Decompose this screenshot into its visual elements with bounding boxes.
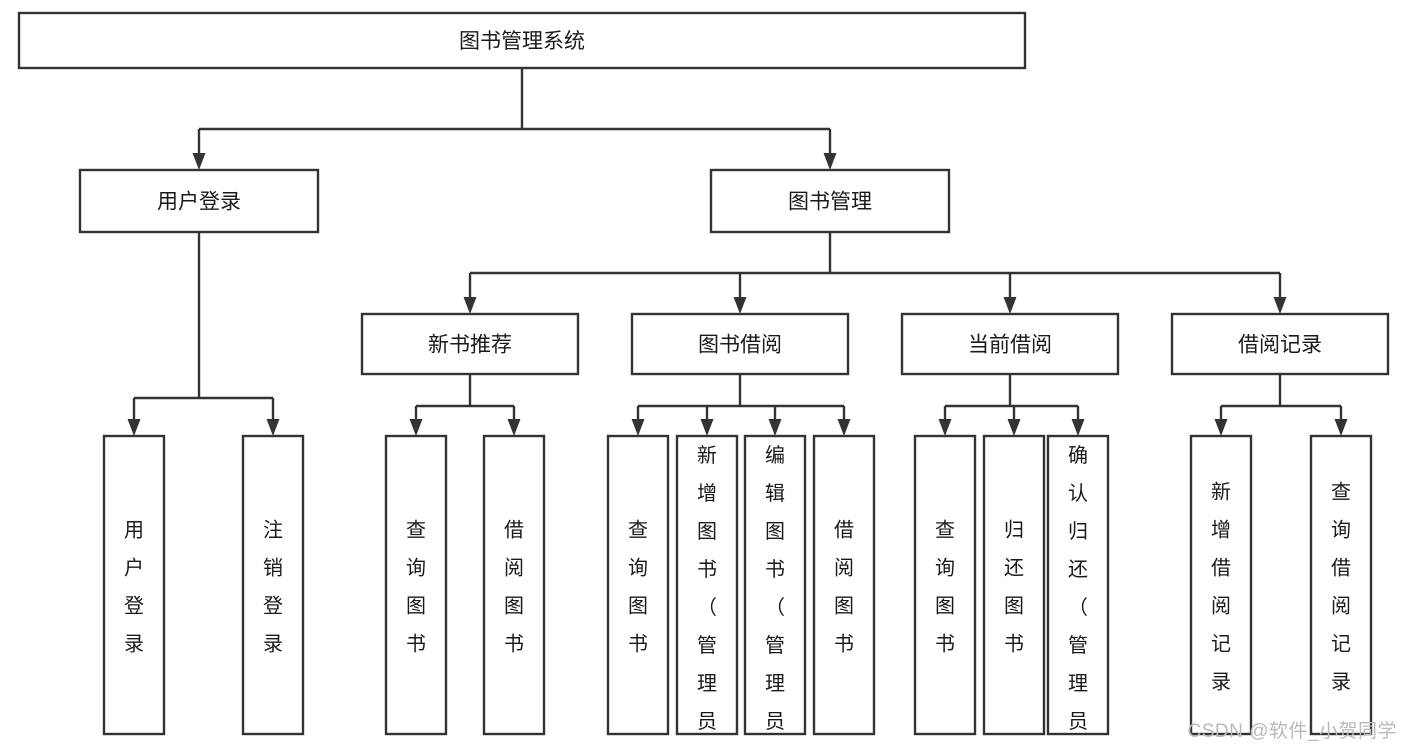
arrow-head-icon [409,419,423,436]
node-leaf-return-book[interactable]: 归还图书 [982,434,1046,736]
node-label: 查询图书 [406,518,426,655]
connector-group-borrow-record [1214,374,1348,436]
node-leaf-query-book-recommend[interactable]: 查询图书 [384,434,448,736]
node-leaf-add-borrow-record[interactable]: 新增借阅记录 [1189,434,1253,736]
node-box [982,434,1046,736]
node-box [812,434,876,736]
node-user-login[interactable]: 用户登录 [78,168,320,234]
arrow-head-icon [733,297,747,314]
node-leaf-query-borrow-record[interactable]: 查询借阅记录 [1309,434,1373,736]
connector-group-user-login [127,232,280,436]
node-leaf-query-book-current[interactable]: 查询图书 [913,434,977,736]
node-label: 新书推荐 [428,334,512,357]
node-label: 当前借阅 [968,334,1052,357]
arrow-head-icon [1071,419,1085,436]
node-box [1046,434,1110,736]
arrow-head-icon [1003,297,1017,314]
node-leaf-confirm-return[interactable]: 确认归还（管理员） [1046,434,1110,747]
arrow-head-icon [1273,297,1287,314]
node-box [17,11,1027,70]
arrow-head-icon [192,153,206,170]
arrow-head-icon [768,419,782,436]
node-box [709,168,951,234]
arrow-head-icon [823,153,837,170]
node-box [913,434,977,736]
node-leaf-add-book[interactable]: 新增图书（管理员） [675,434,739,747]
connector-layer [127,68,1348,436]
node-book-borrow[interactable]: 图书借阅 [630,312,850,376]
node-label: 查询借阅记录 [1331,480,1351,693]
node-label: 借阅图书 [834,518,854,655]
arrow-head-icon [507,419,521,436]
arrow-head-icon [1334,419,1348,436]
connector-group-book-manage [463,232,1287,314]
connector-group-current-borrow [938,374,1085,436]
node-box [743,434,807,736]
arrow-head-icon [127,419,141,436]
arrow-head-icon [938,419,952,436]
node-label: 新增图书（管理员） [697,444,717,747]
node-label: 图书借阅 [698,334,782,357]
connector-group-new-book-recommend [409,374,521,436]
arrow-head-icon [1007,419,1021,436]
node-label: 编辑图书（管理员） [765,444,785,747]
csdn-watermark: CSDN @软件_小贺同学 [1187,721,1397,742]
arrow-head-icon [1214,419,1228,436]
arrow-head-icon [463,297,477,314]
node-label: 归还图书 [1004,518,1024,655]
node-leaf-logout[interactable]: 注销登录 [241,434,305,736]
node-label: 注销登录 [263,518,283,655]
node-leaf-query-book-borrow[interactable]: 查询图书 [606,434,670,736]
node-label: 图书管理 [788,191,872,214]
node-borrow-record[interactable]: 借阅记录 [1170,312,1390,376]
arrow-head-icon [700,419,714,436]
node-book-manage[interactable]: 图书管理 [709,168,951,234]
arrow-head-icon [631,419,645,436]
node-leaf-edit-book[interactable]: 编辑图书（管理员） [743,434,807,747]
node-box [241,434,305,736]
node-label: 新增借阅记录 [1211,480,1231,693]
node-box [630,312,850,376]
node-root[interactable]: 图书管理系统 [17,11,1027,70]
node-box [1170,312,1390,376]
node-box [1189,434,1253,736]
node-label: 查询图书 [935,518,955,655]
node-leaf-borrow-book[interactable]: 借阅图书 [812,434,876,736]
node-box [102,434,166,736]
node-label: 借阅记录 [1238,334,1322,357]
node-label: 借阅图书 [504,518,524,655]
node-label: 用户登录 [157,191,241,214]
node-label: 用户登录 [124,519,144,655]
node-box [900,312,1120,376]
connector-group-root [192,68,837,170]
node-box [482,434,546,736]
node-box [78,168,320,234]
node-leaf-user-login[interactable]: 用户登录 [102,434,166,736]
node-box [360,312,580,376]
node-new-book-recommend[interactable]: 新书推荐 [360,312,580,376]
arrow-head-icon [837,419,851,436]
node-layer: 图书管理系统用户登录图书管理新书推荐图书借阅当前借阅借阅记录用户登录注销登录查询… [17,11,1390,747]
node-box [675,434,739,736]
node-current-borrow[interactable]: 当前借阅 [900,312,1120,376]
node-label: 确认归还（管理员） [1068,444,1088,747]
node-box [384,434,448,736]
node-box [606,434,670,736]
node-leaf-borrow-book-recommend[interactable]: 借阅图书 [482,434,546,736]
node-label: 查询图书 [628,518,648,655]
connector-group-book-borrow [631,374,851,436]
node-box [1309,434,1373,736]
arrow-head-icon [266,419,280,436]
node-label: 图书管理系统 [459,30,585,53]
